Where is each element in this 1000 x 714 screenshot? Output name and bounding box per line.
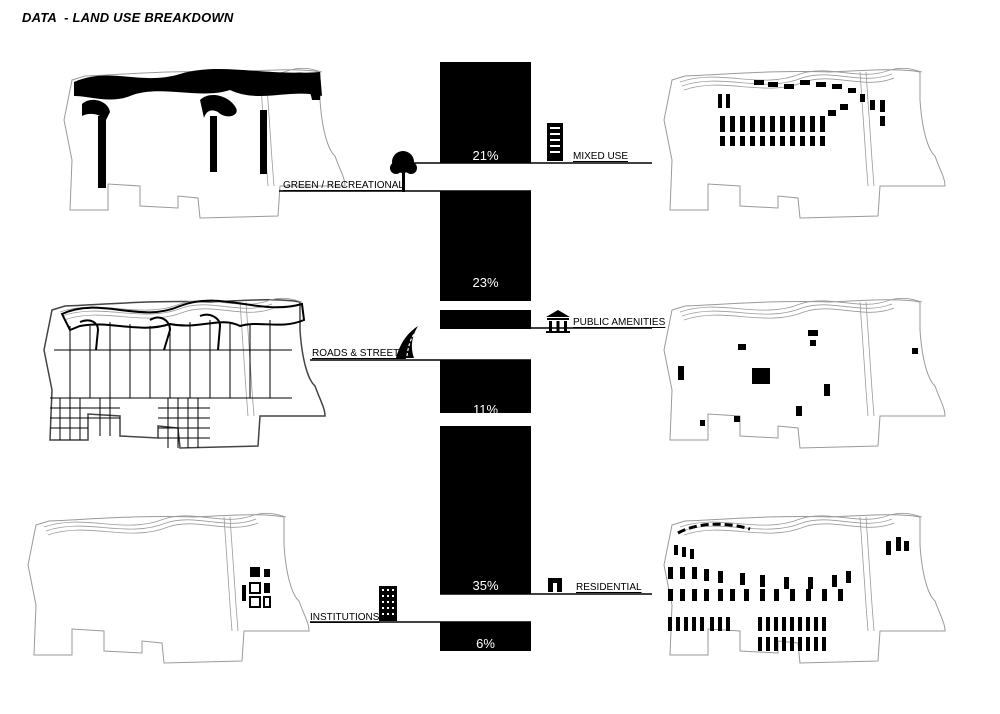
site-map-public-amenities (663, 297, 946, 449)
bar-public-amenities (440, 310, 531, 329)
road-curve-icon (396, 326, 418, 358)
category-label-green-recreational: GREEN / RECREATIONAL (283, 180, 404, 191)
bar-green-recreational (440, 191, 531, 301)
value-label-residential: 35% (472, 578, 499, 593)
temple-icon (546, 310, 570, 333)
site-map-institutions (27, 512, 310, 664)
tree-icon (390, 151, 417, 192)
category-label-residential: RESIDENTIAL (576, 582, 642, 593)
category-label-mixed-use: MIXED USE (573, 151, 629, 162)
site-map-roads (43, 297, 326, 449)
value-label-roads-streets: 11% (472, 402, 499, 417)
category-label-institutions: INSTITUTIONS (310, 612, 380, 623)
bar-institutions (440, 622, 531, 651)
value-label-institutions: 6% (476, 636, 495, 651)
category-label-roads-streets: ROADS & STREETS (312, 348, 406, 359)
page-title: DATA - LAND USE BREAKDOWN (22, 10, 234, 25)
category-label-public-amenities: PUBLIC AMENITIES (573, 317, 666, 328)
bar-residential (440, 426, 531, 594)
building-icon (547, 123, 563, 161)
site-map-mixed-use (663, 67, 946, 219)
value-label-green-recreational: 23% (472, 275, 499, 290)
site-map-green (63, 67, 346, 219)
value-label-mixed-use: 21% (472, 148, 499, 163)
tower-icon (379, 586, 397, 621)
value-label-public-amenities: 4% (476, 316, 495, 331)
bar-mixed-use (440, 62, 531, 163)
house-icon (548, 578, 562, 592)
site-map-residential (663, 512, 946, 664)
bar-roads-streets (440, 360, 531, 413)
